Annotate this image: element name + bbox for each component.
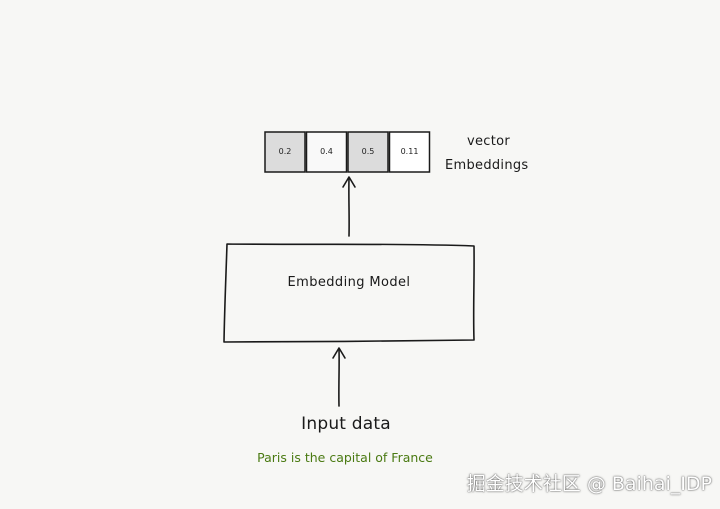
input-data-label: Input data xyxy=(301,414,391,434)
vector-cell xyxy=(388,131,431,173)
arrow-head xyxy=(342,176,356,188)
vector-cell-value: 0.5 xyxy=(361,147,375,156)
arrow-model-to-vector xyxy=(342,176,356,237)
arrow-input-to-model xyxy=(332,347,346,407)
vector-embedding-cells xyxy=(264,131,431,173)
vector-cell xyxy=(264,131,306,173)
vector-label-line2: Embeddings xyxy=(445,158,529,173)
watermark: 掘金技术社区 @ Baihai_IDP xyxy=(466,473,712,495)
embedding-model-box xyxy=(223,243,475,343)
input-example-text: Paris is the capital of France xyxy=(257,450,433,465)
vector-cell-value: 0.4 xyxy=(320,147,333,156)
vector-cell xyxy=(305,131,348,173)
vector-label-line1: vector xyxy=(467,134,511,149)
arrow-head xyxy=(332,347,346,359)
vector-cell-value: 0.11 xyxy=(400,147,419,156)
vector-embeddings-label: vector Embeddings xyxy=(445,130,555,178)
vector-cell-value: 0.2 xyxy=(278,147,292,156)
vector-cell xyxy=(347,131,389,173)
embedding-model-label: Embedding Model xyxy=(287,275,411,290)
